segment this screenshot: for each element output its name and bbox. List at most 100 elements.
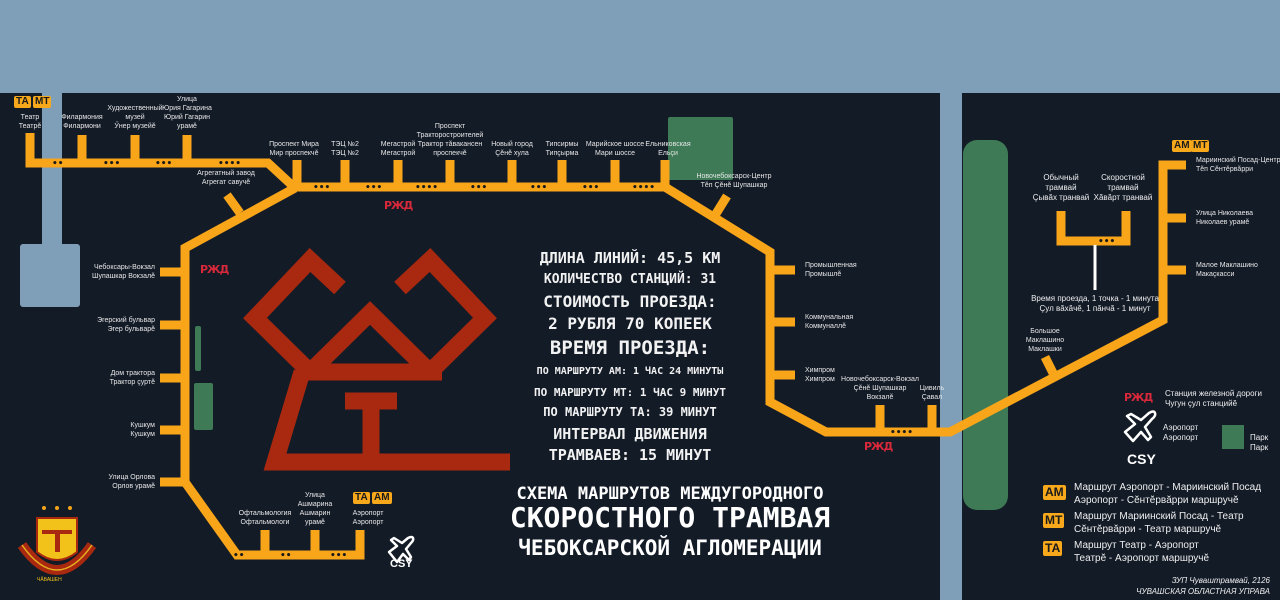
svg-text:•••: ••• [155, 159, 172, 169]
station-name-line: Юрия Гагарина [162, 105, 212, 112]
map-title-line2: скоростного трамвая [509, 501, 831, 534]
station-name-line: Чебоксары-Вокзал [93, 264, 155, 271]
svg-text:••••: •••• [890, 428, 913, 438]
station-name-line: урамĕ [305, 519, 325, 526]
station-name-line: Маклашино [1025, 337, 1065, 344]
rzd-station-icon: РЖД [864, 440, 893, 453]
station-name-line: Улица Орлова [108, 474, 155, 481]
station-name-line: Химпром [805, 367, 835, 374]
station-name-line: Вокзалĕ [866, 394, 894, 401]
station-name-line: Химпром [805, 376, 835, 383]
park [195, 326, 201, 371]
station-name-line: Ӳнер музейĕ [114, 123, 156, 130]
station-name-line: Çĕнĕ хула [495, 150, 529, 157]
svg-text:•••: ••• [582, 183, 599, 193]
station-name-line: музей [125, 114, 145, 121]
coat-of-arms [17, 506, 97, 575]
station-name-line: ТЭЦ №2 [331, 150, 359, 157]
info-length: Длина линий: 45,5 км [539, 249, 721, 267]
station-name-line: Мир проспекчĕ [269, 150, 319, 157]
route-badge-mt: МТ [33, 96, 52, 108]
station-name-line: Тĕп Сĕнтĕрвăрри [1196, 166, 1254, 173]
station-name-line: Агрегат савучĕ [201, 179, 251, 186]
station-name-line: Шупашкар Вокзалĕ [92, 273, 155, 280]
station-name-line: Трактор çуртĕ [109, 379, 155, 386]
bay [20, 244, 80, 307]
emblem-text: ЧĂВАШЕН [37, 577, 62, 583]
station-name-line: Проспект Мира [269, 141, 319, 148]
legend-park-swatch [1222, 425, 1244, 449]
svg-text:•••: ••• [470, 183, 487, 193]
svg-text:••••: •••• [415, 183, 438, 193]
info-time-label: Время проезда: [549, 337, 711, 359]
track-west [25, 133, 299, 192]
station-name-line: Проспект [434, 123, 466, 130]
station-name-line: Театр [20, 114, 40, 121]
station-name-line: Улица Николаева [1196, 210, 1254, 217]
station-name-line: Агрегатный завод [197, 170, 255, 177]
legend-track-shape [1056, 211, 1131, 246]
info-time-am: По маршруту АМ: 1 час 24 минуты [536, 366, 724, 377]
station-name-line: Марийское шоссе [585, 141, 645, 148]
station-name-line: Эгерский бульвар [97, 317, 155, 324]
station-name-line: Макаçкасси [1196, 271, 1235, 278]
rzd-station-icon: РЖД [200, 263, 229, 276]
station-name-line: урамĕ [177, 123, 197, 130]
station-name-line: Филармония [61, 114, 103, 121]
station-name-line: Новочебоксарск-Центр [696, 173, 772, 180]
station-name-line: Цивиль [919, 385, 945, 392]
tram-lines [25, 133, 1186, 560]
info-interval-2: трамваев: 15 минут [548, 446, 712, 464]
station-name-line: Театрĕ [18, 123, 42, 130]
station-name-line: Коммунальная [805, 314, 854, 321]
airport-code: CSY [390, 558, 413, 570]
legend-badge-mt: МТ [1043, 513, 1065, 528]
station-name-line: Мариинский Посад-Центр [1196, 157, 1280, 164]
station-name-line: Кушкум [130, 422, 155, 429]
svg-text:••: •• [280, 551, 292, 561]
svg-text:•••: ••• [365, 183, 382, 193]
legend-badge-am: АМ [1043, 485, 1066, 500]
station-name-line: Юрий Гагарин [164, 114, 210, 121]
map-title-line3: Чебоксарской агломерации [518, 536, 822, 560]
station-name-line: Художественный [107, 105, 163, 112]
svg-text:•••: ••• [530, 183, 547, 193]
station-name-line: Малое Маклашино [1196, 262, 1258, 269]
route-badge-mt: МТ [1191, 140, 1210, 152]
info-fare: 2 рубля 70 копеек [548, 314, 712, 333]
station-name-line: Орлов урамĕ [112, 483, 155, 490]
station-name-line: Кушкум [130, 431, 155, 438]
legend-badge-ta: ТА [1043, 541, 1063, 556]
svg-text:••: •• [233, 551, 245, 561]
station-name-line: Новочебоксарск-Вокзал [841, 376, 919, 383]
svg-text:••••: •••• [632, 183, 655, 193]
station-name-line: Николаев урамĕ [1196, 219, 1250, 226]
svg-text:••: •• [52, 159, 64, 169]
station-name-line: Дом трактора [110, 370, 155, 377]
station-name-line: Аэропорт [352, 519, 384, 526]
station-name-line: Офтальмологи [240, 519, 290, 526]
info-time-ta: По маршруту ТА: 39 минут [543, 405, 717, 419]
